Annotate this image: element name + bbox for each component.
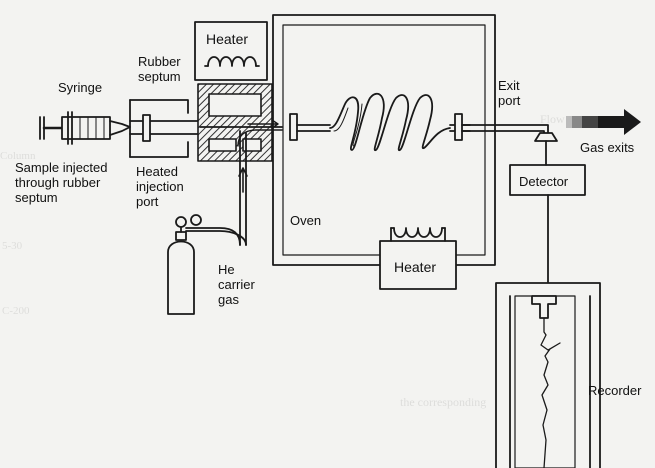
exit-nozzle [534, 132, 558, 142]
gas-flow-arrow-up [238, 167, 248, 193]
heater-bottom-box [379, 240, 457, 290]
label-rubber-septum: Rubber septum [138, 54, 181, 84]
bleed-through-text: Column [0, 150, 36, 162]
label-heated-injection-port: Heated injection port [136, 164, 184, 209]
recorder-device [495, 282, 601, 468]
bleed-through-text: Flow [540, 112, 565, 126]
heated-injection-block [197, 83, 273, 162]
label-he-carrier-gas: He carrier gas [218, 262, 255, 307]
bleed-through-text: 5-30 [2, 240, 23, 252]
label-sample-injected: Sample injected through rubber septum [15, 160, 108, 205]
heater-coil-icon [207, 56, 257, 67]
label-detector: Detector [519, 174, 569, 189]
chromatogram-trace [540, 317, 561, 468]
detector-box [509, 164, 586, 196]
label-gas-exits: Gas exits [580, 140, 635, 155]
syringe-icon [39, 111, 131, 145]
label-recorder: Recorder [588, 383, 642, 398]
gas-cylinder-icon [167, 214, 247, 315]
injection-port [129, 99, 201, 158]
label-heater-bottom: Heater [394, 259, 437, 275]
label-heater-top: Heater [206, 31, 249, 47]
gas-exits-arrow [566, 109, 641, 135]
label-exit-port: Exit port [498, 78, 521, 108]
flow-arrow [247, 119, 279, 129]
bleed-through-text: C-200 [2, 305, 30, 317]
heater-top-box [194, 21, 268, 81]
bleed-through-text: the corresponding [400, 395, 487, 409]
column-coil-icon [329, 92, 451, 152]
label-syringe: Syringe [58, 80, 103, 95]
label-oven: Oven [290, 213, 322, 228]
heater-coil-icon [393, 227, 443, 238]
